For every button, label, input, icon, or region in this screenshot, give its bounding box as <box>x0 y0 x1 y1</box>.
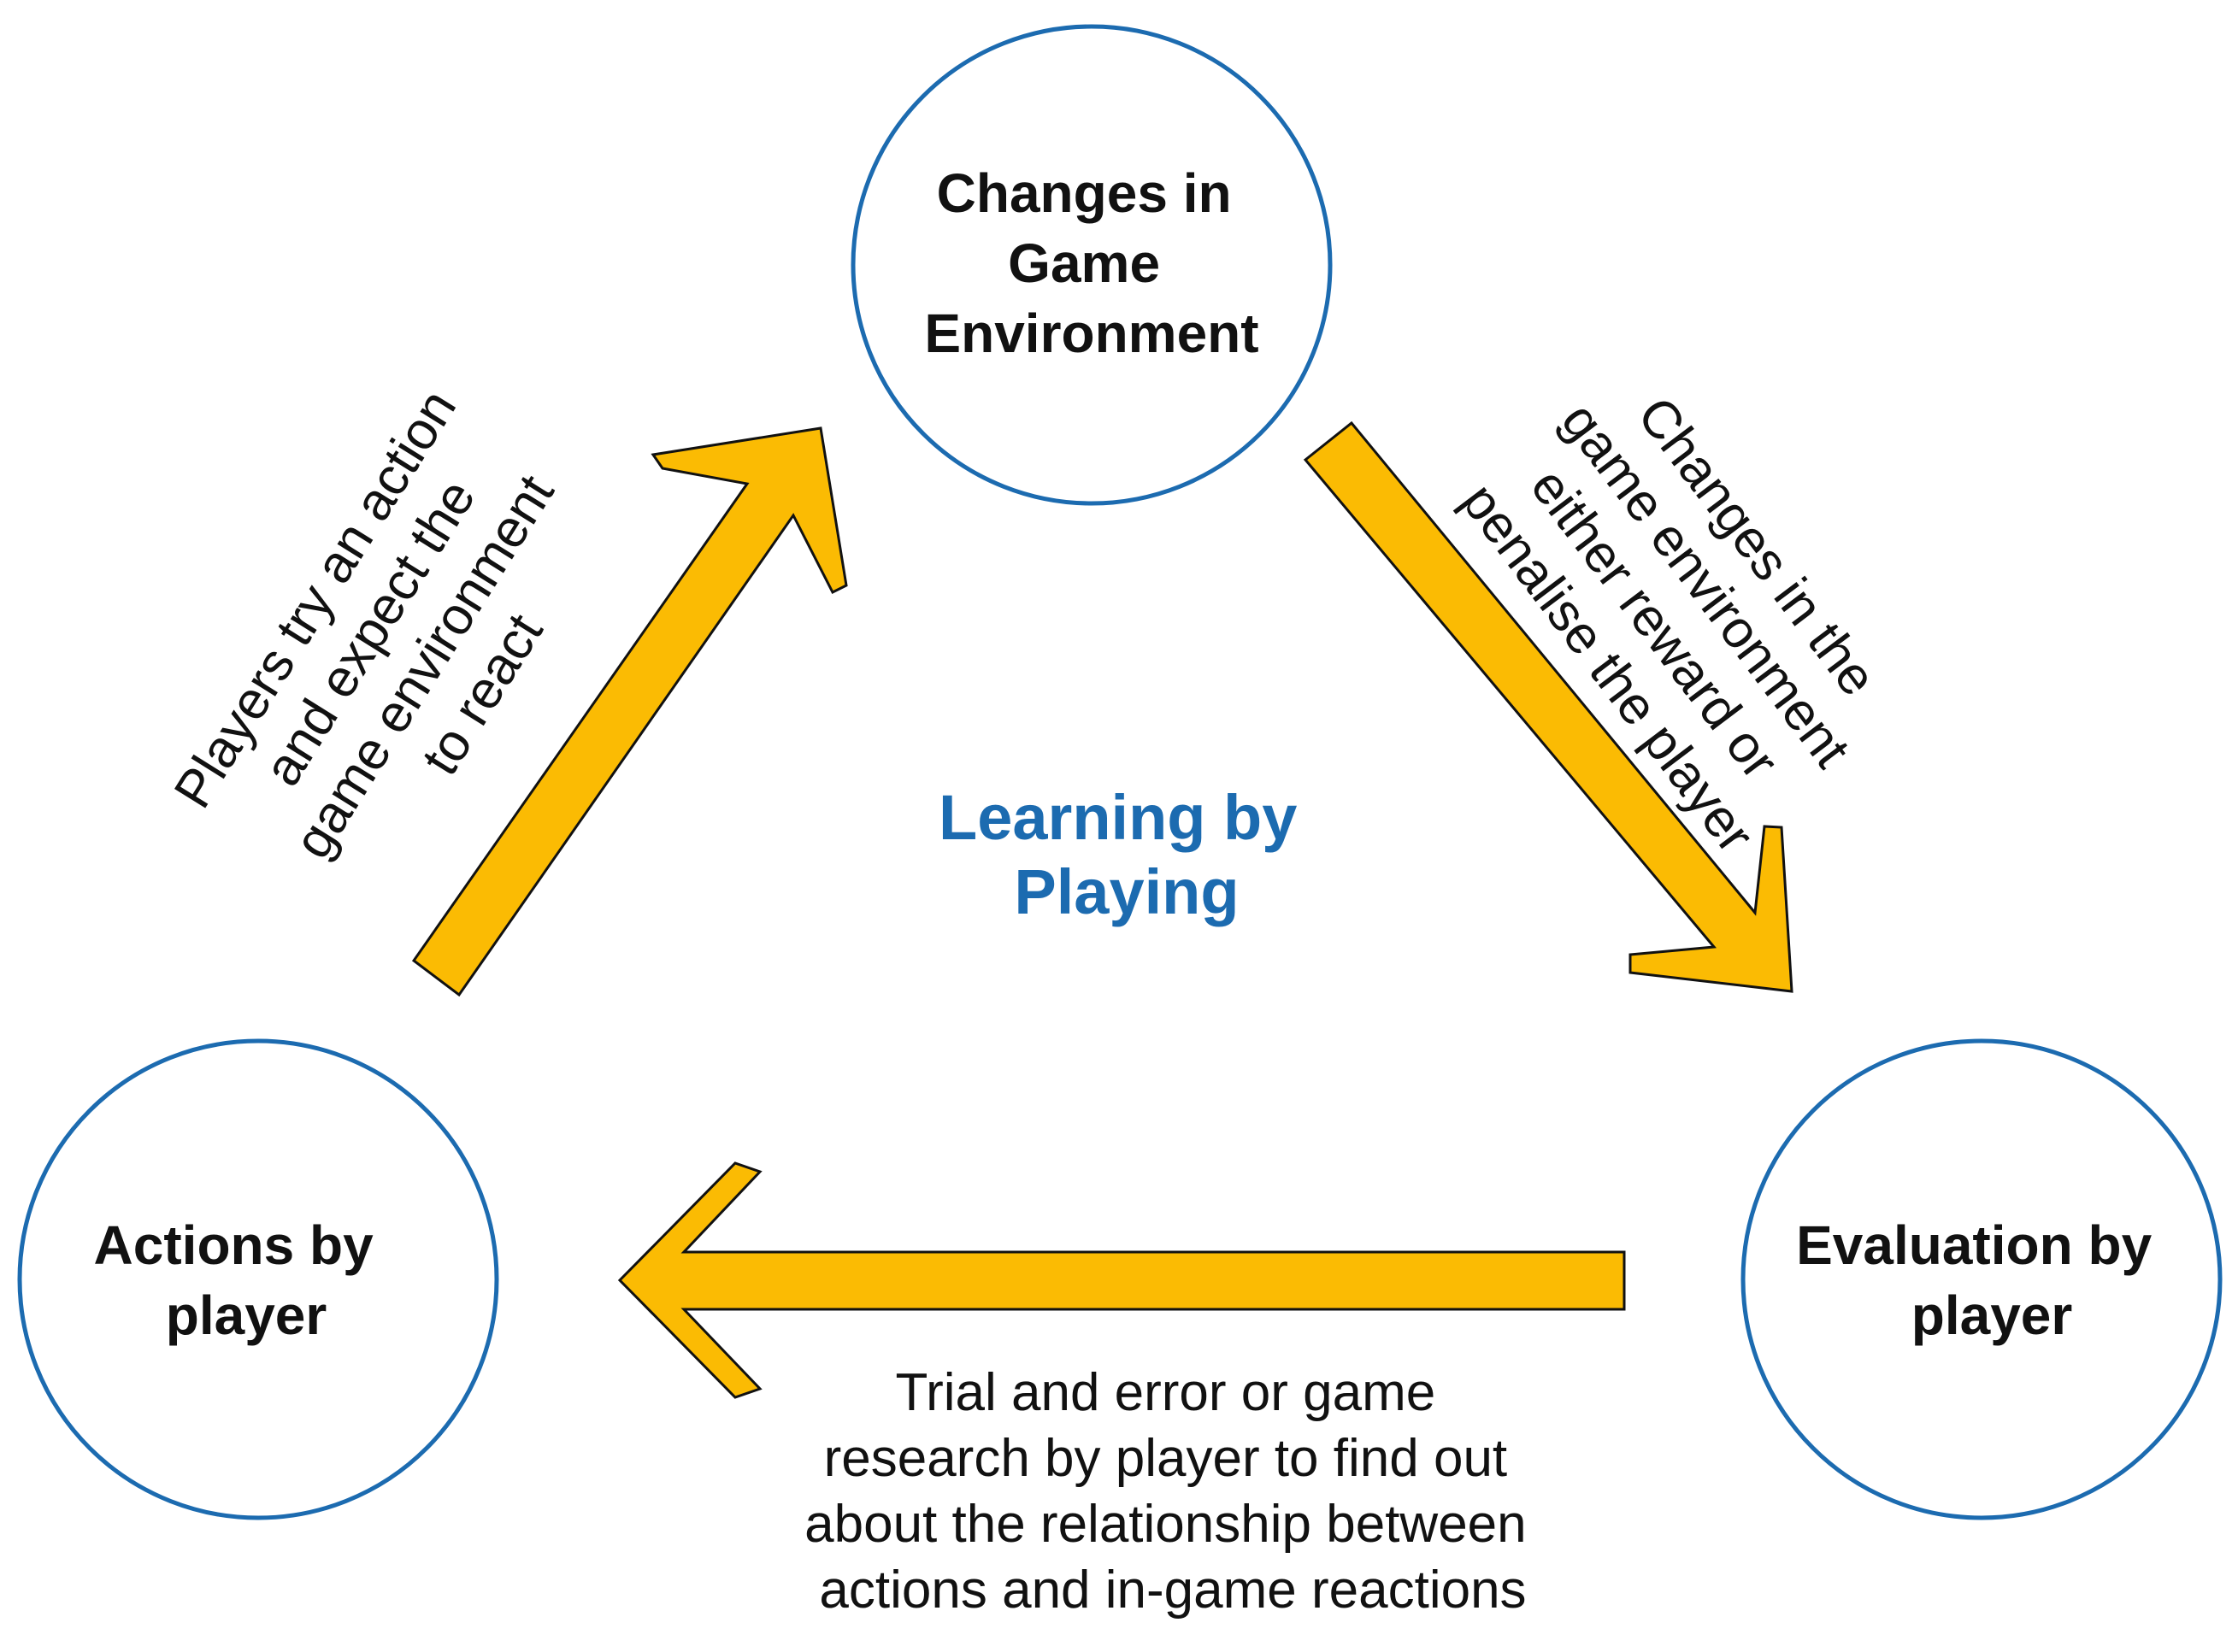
node-circle-right <box>1740 1038 2223 1520</box>
arrow-changes-to-evaluation <box>1303 420 1793 993</box>
arrow-evaluation-to-actions <box>617 1161 1626 1399</box>
node-actions-by-player: Actions by player <box>17 1038 499 1520</box>
node-label-left: Actions by player <box>94 1214 389 1346</box>
node-label-right: Evaluation by player <box>1796 1214 2167 1346</box>
node-circle-left <box>17 1038 499 1520</box>
edge-label-changes-to-evaluation: Changes in the game environment either r… <box>1447 354 1921 867</box>
node-changes-in-game-environment: Changes in Game Environment <box>851 24 1333 506</box>
node-evaluation-by-player: Evaluation by player <box>1740 1038 2223 1520</box>
node-circle-top <box>851 24 1333 506</box>
center-label: Learning by Playing <box>939 782 1315 927</box>
arrow-actions-to-changes <box>411 426 848 997</box>
edge-label-evaluation-to-actions: Trial and error or game research by play… <box>804 1363 1541 1620</box>
node-label-top: Changes in Game Environment <box>924 162 1258 364</box>
